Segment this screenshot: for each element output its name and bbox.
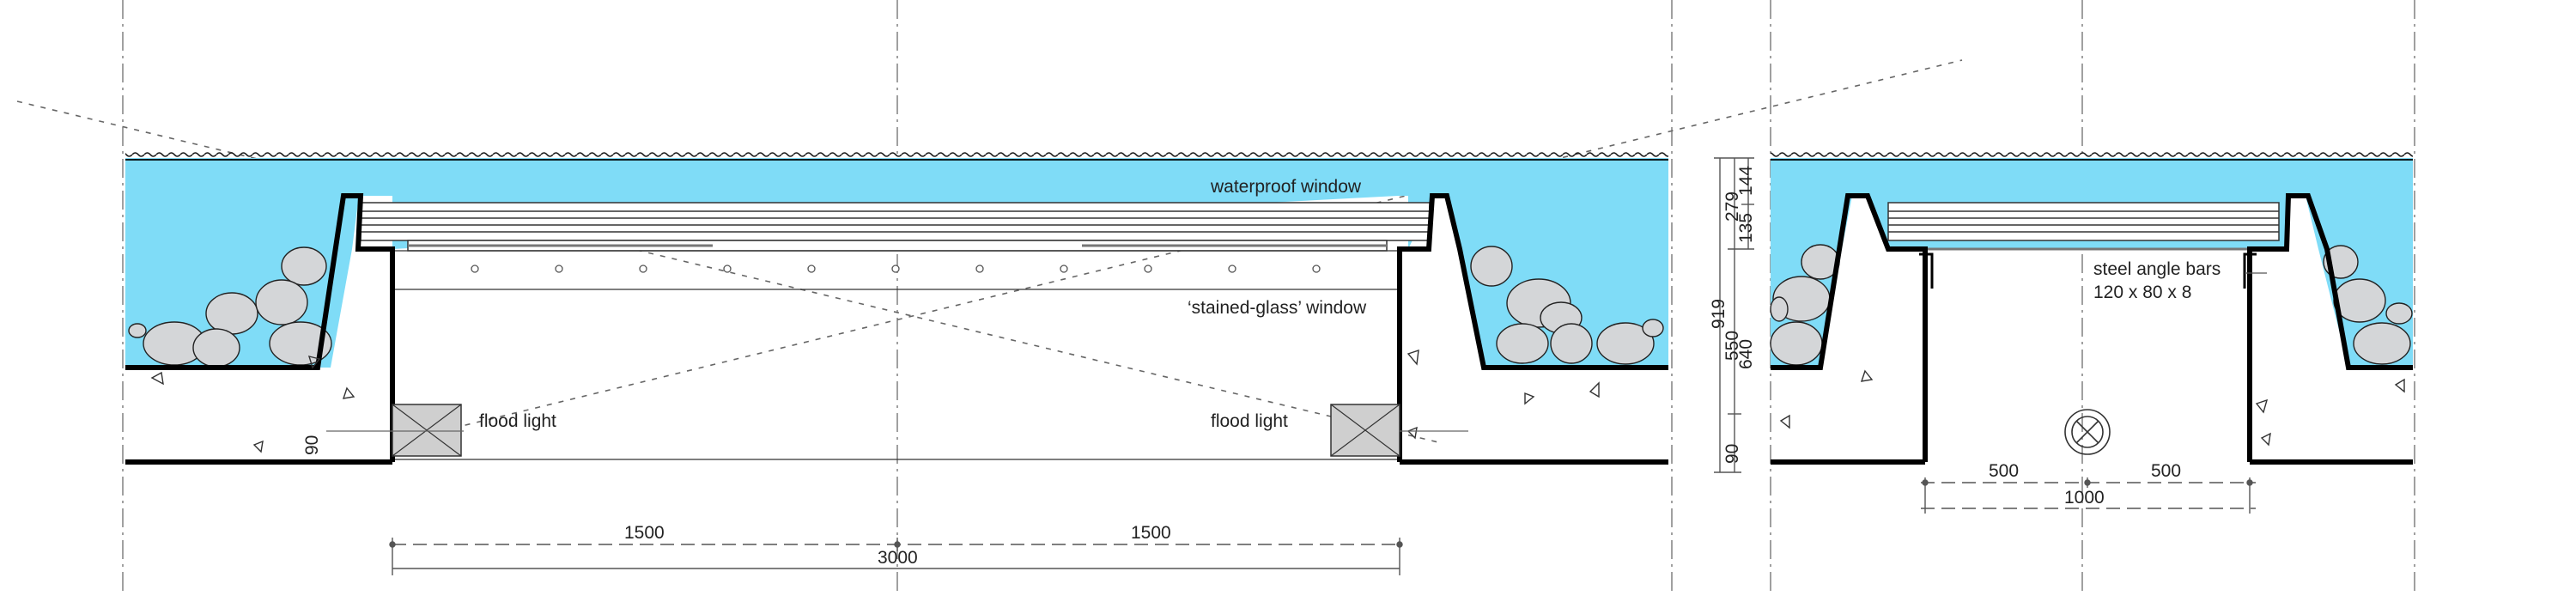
rocks-left (128, 246, 1664, 368)
stained-glass-window-label: ‘stained-glass’ window (1188, 298, 1367, 318)
flood-light-left (326, 404, 464, 457)
rocks-right (1770, 244, 2413, 366)
steel-angle-bars (1919, 252, 2267, 289)
section-dim-left-half: 500 (1989, 461, 2019, 481)
flood-light-right (1330, 404, 1468, 457)
vertical-dimension-lines (1714, 157, 1754, 473)
vertical-dim-279: 279 (1722, 192, 1742, 222)
vertical-dim-135: 135 (1736, 213, 1756, 243)
vertical-dim-144: 144 (1736, 166, 1756, 196)
dimension-lines-left (389, 538, 1403, 575)
flood-light-right-label: flood light (1211, 411, 1288, 431)
flood-light-left-label: flood light (479, 411, 556, 431)
concrete-marks-right (1779, 369, 2405, 447)
walls-left-section (125, 193, 1668, 465)
section-dim-total: 1000 (2064, 488, 2105, 508)
curb-dimension-90: 90 (302, 435, 322, 455)
vertical-dim-550: 550 (1722, 331, 1742, 361)
vertical-dim-640: 640 (1736, 339, 1756, 369)
window-bolts (471, 264, 1321, 273)
waterproof-window-label: waterproof window (1210, 177, 1362, 197)
dimension-total-width: 3000 (878, 548, 918, 568)
concrete-marks-left (150, 349, 1600, 453)
dimension-right-half: 1500 (1131, 523, 1171, 543)
steel-angle-bars-label: steel angle bars (2093, 259, 2221, 279)
drain-icon (2064, 409, 2111, 455)
dimension-lines-right (1921, 477, 2256, 514)
vertical-dim-90: 90 (1722, 444, 1742, 464)
section-dim-right-half: 500 (2151, 461, 2181, 481)
water-right-section (1771, 151, 2413, 368)
vertical-dim-919: 919 (1709, 299, 1728, 329)
walls-right-section (1771, 193, 2413, 465)
steel-angle-size-label: 120 x 80 x 8 (2093, 283, 2191, 302)
window-right (1887, 202, 2280, 251)
grid-lines (122, 0, 2415, 593)
dimension-left-half: 1500 (624, 523, 665, 543)
